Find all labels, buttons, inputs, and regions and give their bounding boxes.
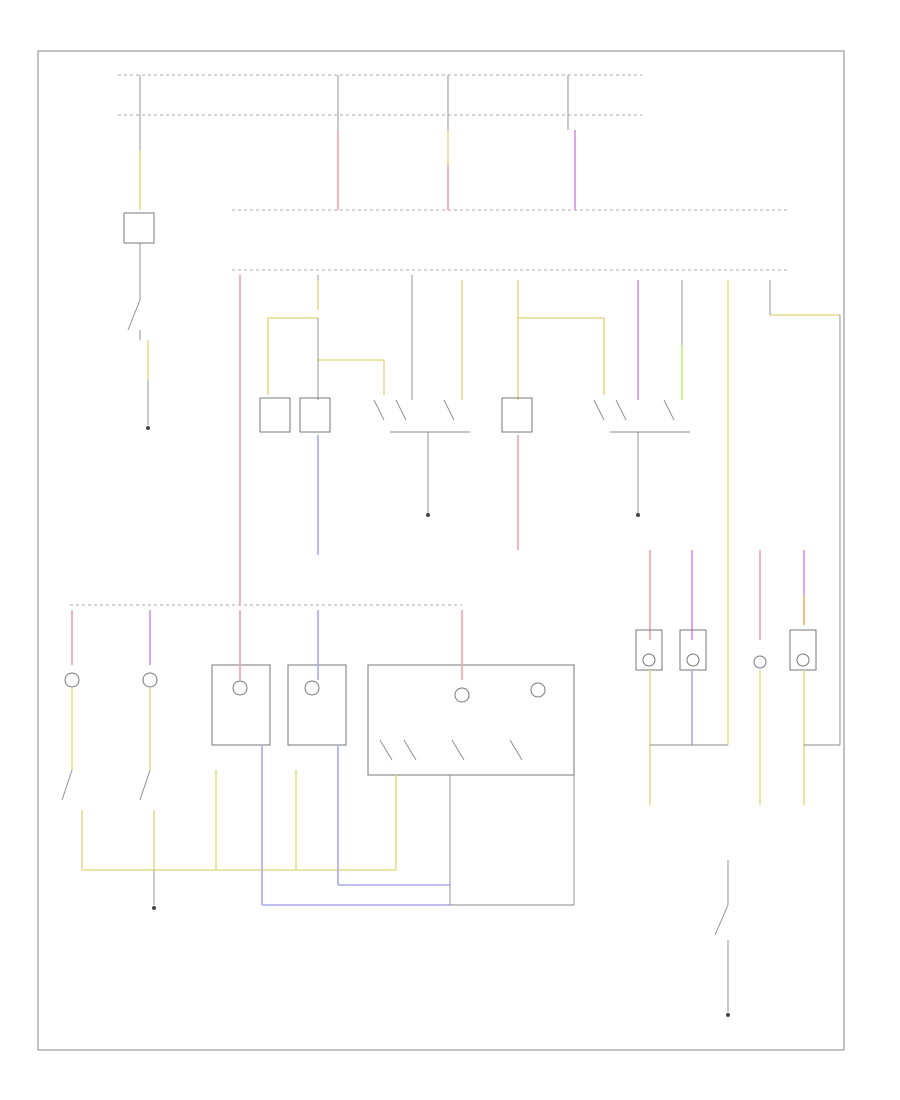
bulb-icon [232, 680, 248, 696]
gauge-box-1 [211, 664, 271, 746]
diagram-border [37, 50, 845, 1051]
relay-3 [501, 397, 533, 433]
lamp-switch-box [367, 664, 575, 776]
bulb-icon [304, 680, 320, 696]
fuse-column-4 [567, 75, 576, 210]
lamp-column-2 [139, 610, 158, 870]
bulb-icon [753, 655, 767, 669]
switch-icon [61, 769, 73, 801]
switch-icon [139, 769, 151, 801]
bulb-icon [530, 682, 546, 698]
bulb-icon [64, 672, 80, 688]
lamp-column-1 [61, 610, 83, 870]
relay-2 [299, 397, 331, 433]
ground-icon [152, 906, 156, 910]
bulb-icon [796, 653, 810, 667]
bulb-icon [686, 653, 700, 667]
left-switch-1 [127, 299, 141, 340]
relay-1 [259, 397, 291, 433]
gauge-box-2 [287, 664, 347, 746]
lamp-socket-2 [679, 629, 707, 671]
lamp-socket-3 [789, 629, 817, 671]
ground-icon [146, 426, 150, 430]
switch-icon [714, 904, 729, 936]
ground-icon [636, 513, 640, 517]
dimmer-switch-2 [593, 399, 690, 433]
lamp-socket-1 [635, 629, 663, 671]
bulb-icon [454, 687, 470, 703]
lamp-switch-module [123, 212, 155, 244]
dimmer-switch-1 [373, 399, 470, 433]
bulb-icon [142, 672, 158, 688]
bulb-icon [642, 653, 656, 667]
switch-icon [379, 739, 523, 761]
ground-icon [426, 513, 430, 517]
ground-icon [726, 1013, 730, 1017]
